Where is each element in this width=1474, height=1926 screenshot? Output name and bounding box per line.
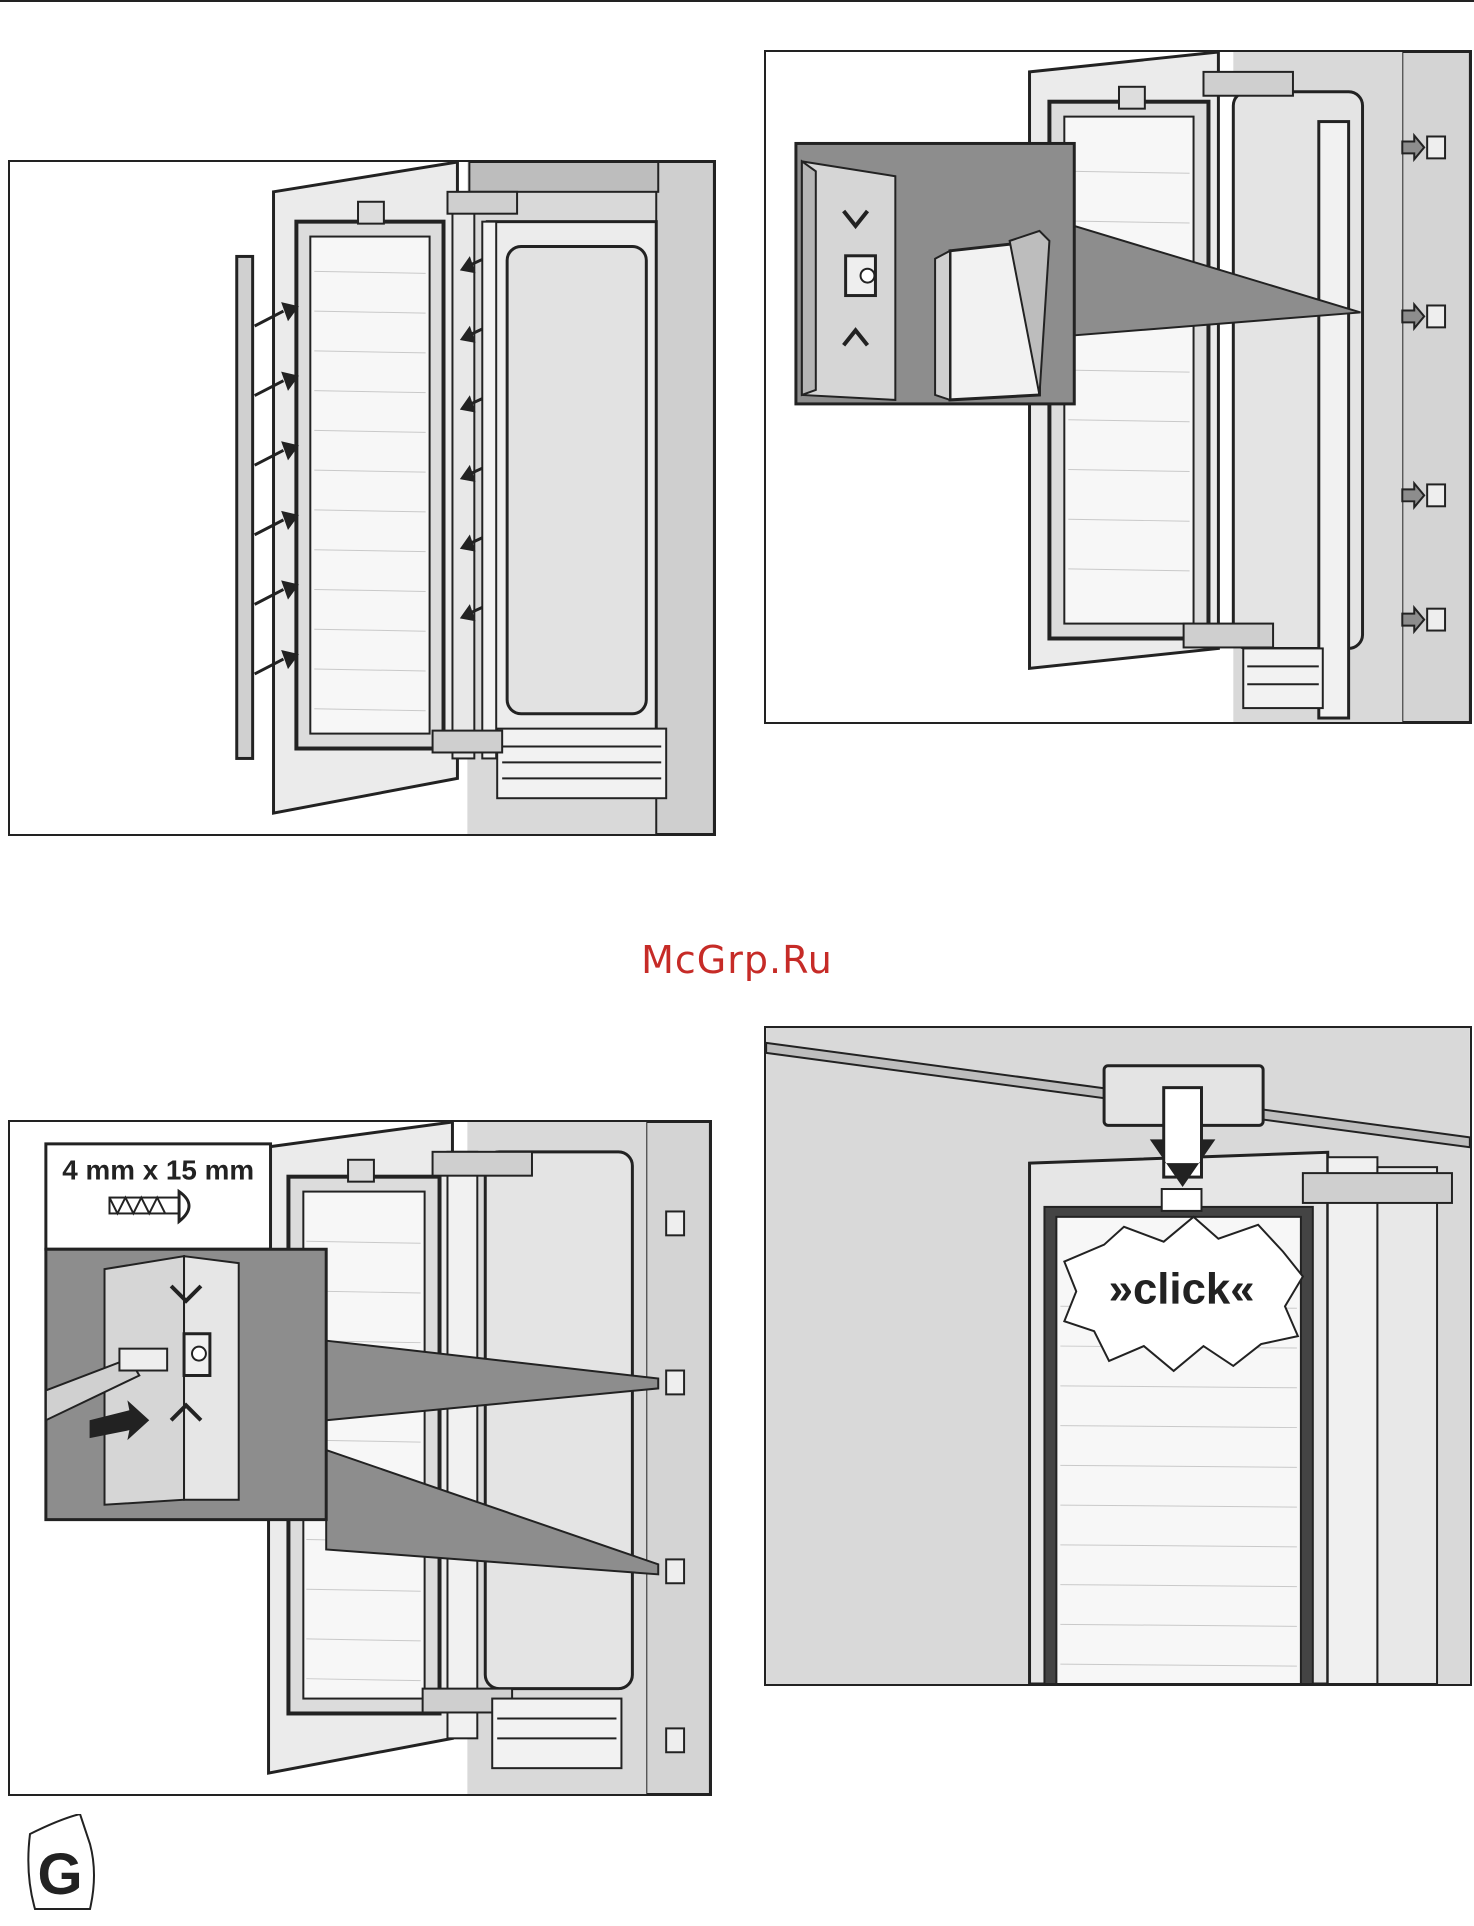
top-rule (0, 0, 1474, 2)
click-label: »click« (1109, 1264, 1255, 1313)
vent-grille (497, 729, 666, 799)
vent-grille (1243, 648, 1323, 708)
illustration-screw-fastening: 4 mm x 15 mm (8, 1120, 712, 1796)
watermark: McGrp.Ru (0, 938, 1474, 982)
illustration-cover-click: »click« (764, 1026, 1472, 1686)
screw-spec-label: 4 mm x 15 mm (62, 1155, 254, 1186)
badge-letter: G (37, 1842, 82, 1907)
illustration-clip-detail (764, 50, 1472, 724)
illustration-attach-trim-strip (8, 160, 716, 836)
language-badge: G (20, 1814, 100, 1914)
vent-grille (492, 1699, 621, 1769)
